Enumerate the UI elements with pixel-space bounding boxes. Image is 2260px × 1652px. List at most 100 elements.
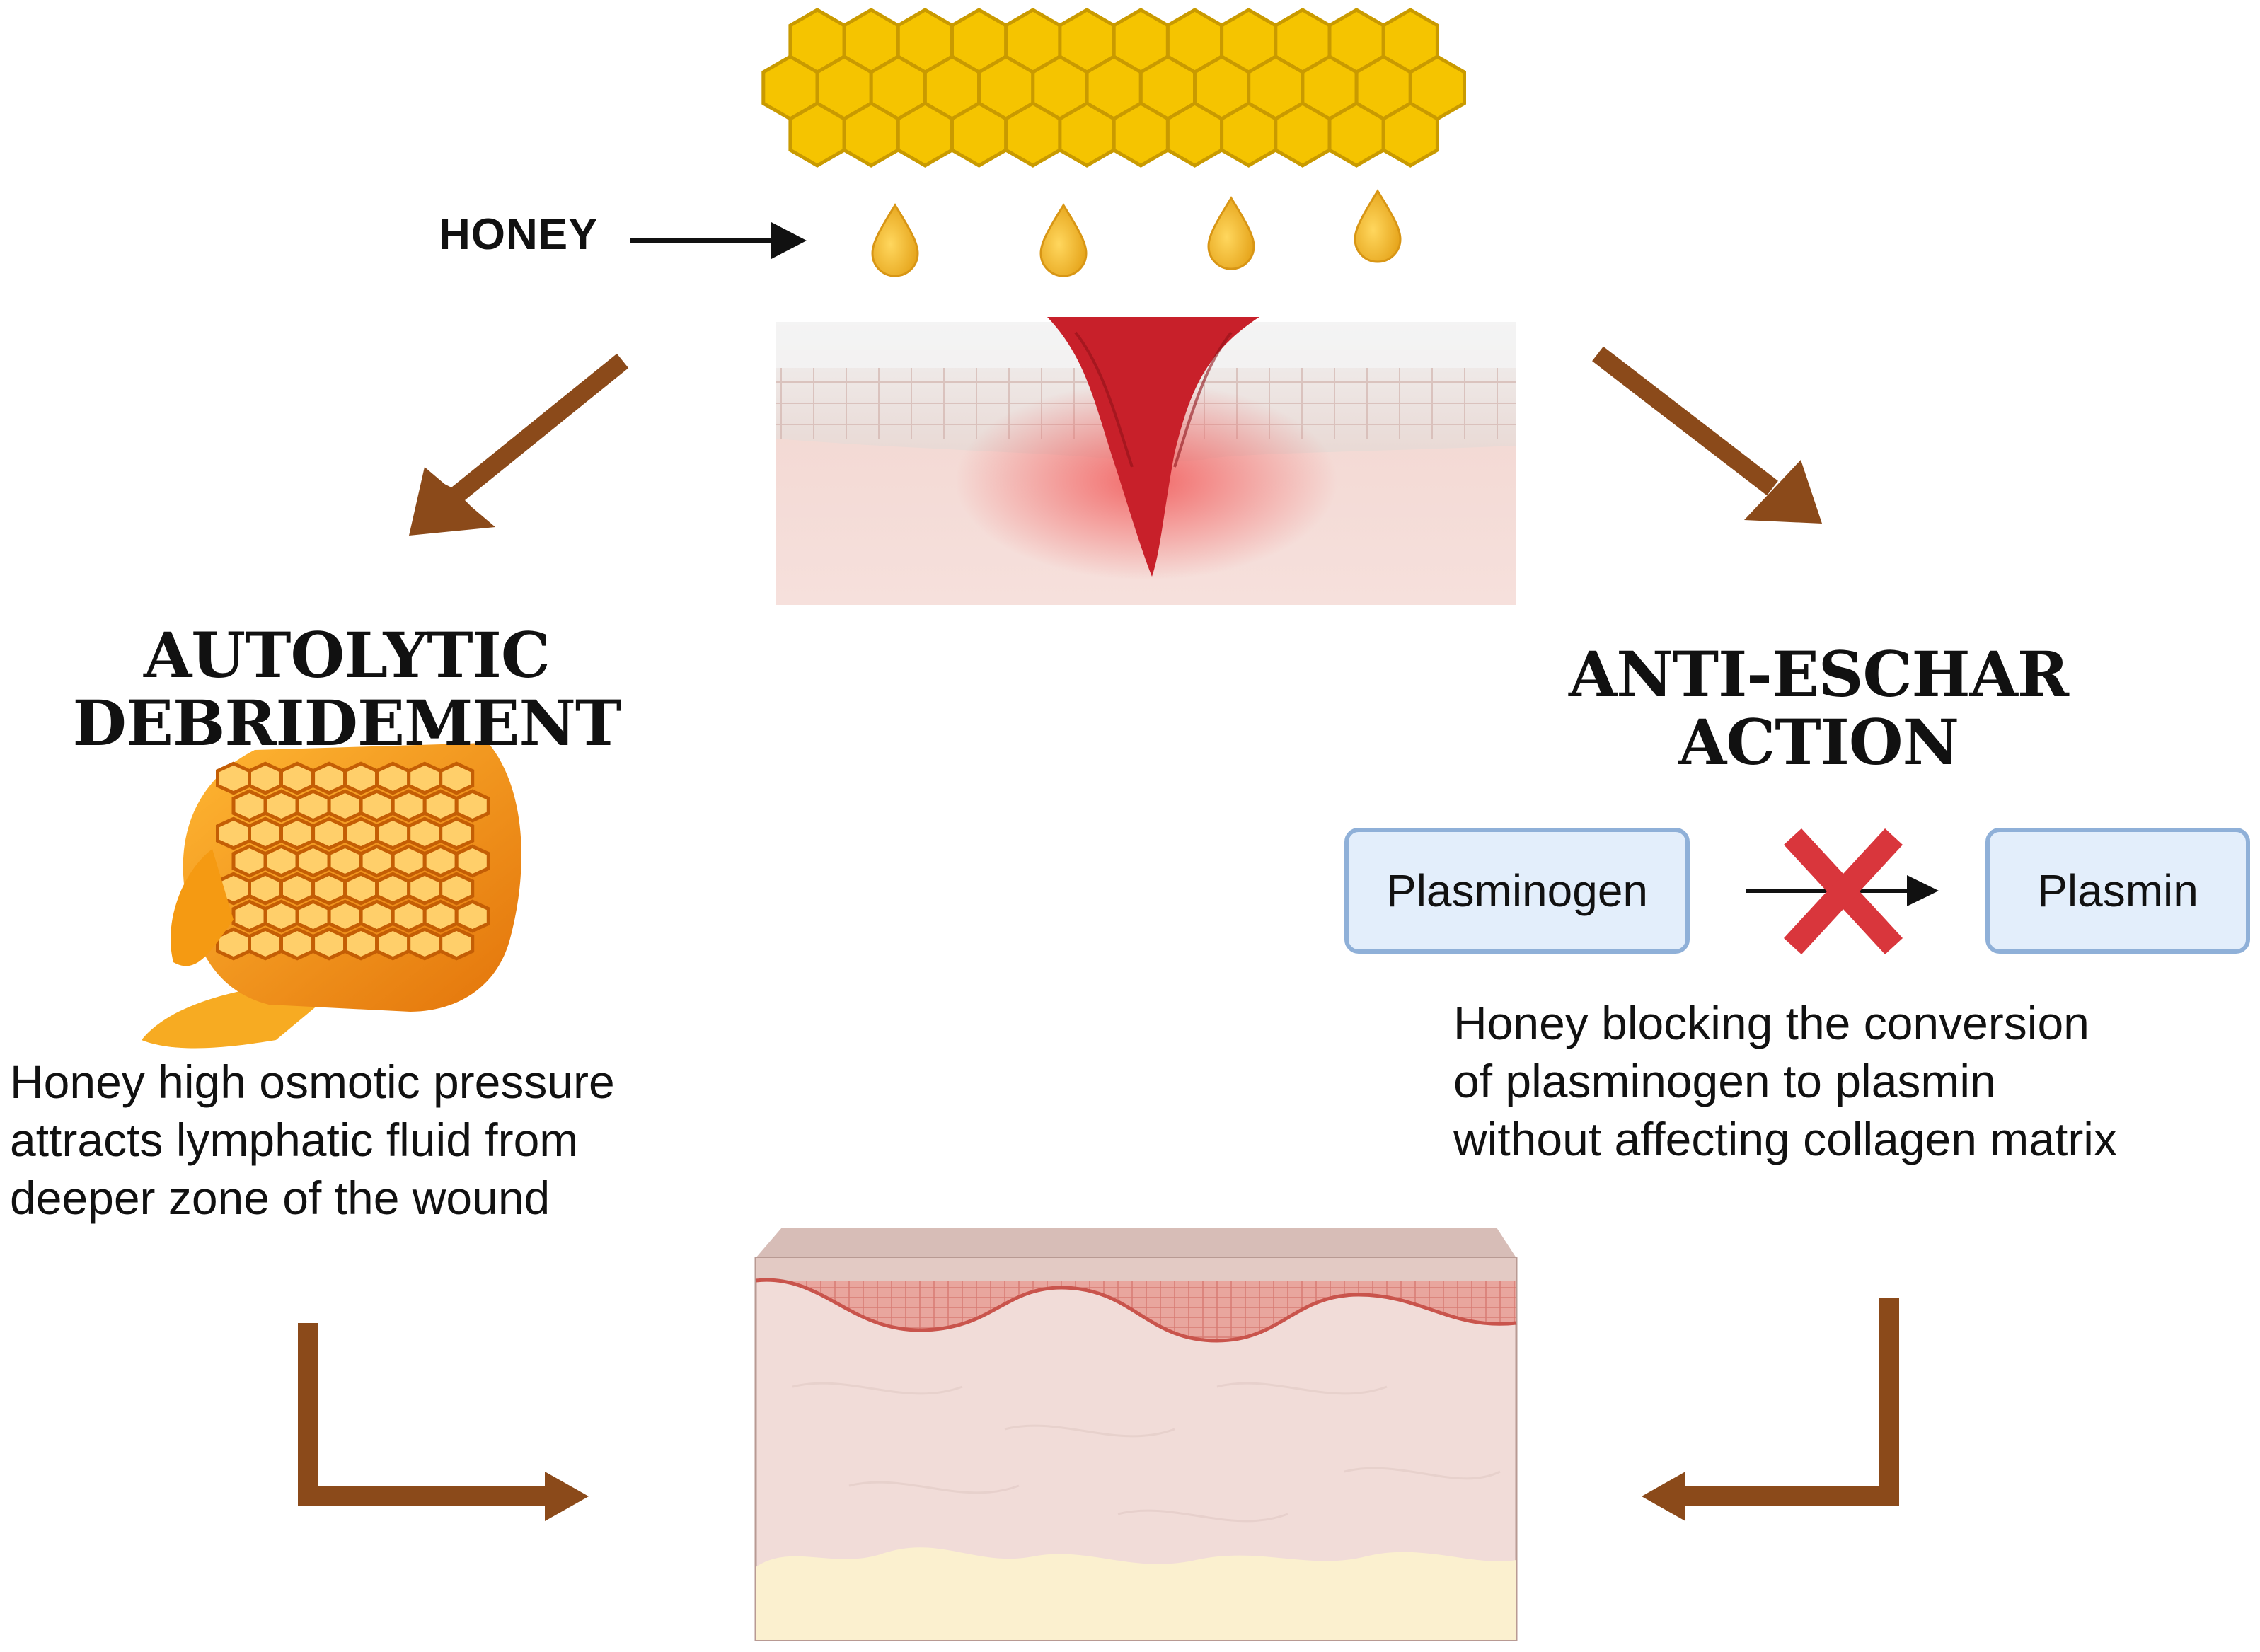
chunk-cell: [311, 816, 347, 850]
chunk-cell: [263, 899, 299, 933]
chunk-cell: [439, 872, 475, 906]
honey-label: HONEY: [439, 210, 599, 259]
chunk-cell: [279, 872, 316, 906]
chunk-cell: [422, 844, 459, 878]
anti-eschar-action-title: ANTI-ESCHAR ACTION: [1521, 640, 2116, 776]
chunk-cell: [422, 899, 459, 933]
chunk-cell: [391, 899, 427, 933]
chunk-cell: [439, 927, 475, 961]
chunk-cell: [343, 927, 379, 961]
chunk-cell: [279, 816, 316, 850]
chunk-cell: [295, 899, 331, 933]
title-line: DEBRIDEMENT: [72, 686, 622, 760]
chunk-cell: [263, 844, 299, 878]
title-line: ANTI-ESCHAR: [1568, 637, 2069, 711]
chunk-cell: [327, 844, 363, 878]
title-line: ACTION: [1678, 705, 1959, 779]
description-line: of plasminogen to plasmin: [1453, 1055, 1996, 1107]
chunk-cell: [248, 872, 283, 906]
honeycomb-cell: [1327, 101, 1385, 168]
chunk-cell: [375, 872, 411, 906]
chunk-cell: [248, 816, 283, 850]
honeycomb-cell: [1220, 101, 1278, 168]
autolytic-debridement-title: AUTOLYTIC DEBRIDEMENT: [57, 621, 637, 757]
chunk-cell: [359, 789, 395, 823]
honeycomb-chunk-illustration: [142, 743, 521, 1049]
chunk-cell: [231, 789, 267, 823]
plasmin-label: Plasmin: [2037, 865, 2198, 916]
chunk-cell: [359, 899, 395, 933]
chunk-cell: [454, 789, 490, 823]
chunk-cell: [279, 761, 316, 795]
honeycomb-cell: [1112, 101, 1170, 168]
chunk-cell: [439, 761, 475, 795]
chunk-cell: [343, 816, 379, 850]
autolytic-description: Honey high osmotic pressure attracts lym…: [10, 1053, 788, 1227]
honeycomb-cell: [788, 101, 846, 168]
arrow-anti-eschar-to-healed: [1642, 1298, 1899, 1521]
description-line: without affecting collagen matrix: [1453, 1113, 2117, 1165]
description-line: deeper zone of the wound: [10, 1172, 550, 1224]
chunk-cell: [391, 789, 427, 823]
chunk-cell: [407, 872, 443, 906]
chunk-cell: [407, 927, 443, 961]
honey-drop: [1354, 189, 1402, 263]
blocked-cross-icon: [1783, 828, 1903, 955]
wound-cut: [1047, 317, 1259, 577]
description-line: Honey high osmotic pressure: [10, 1056, 615, 1108]
honeycomb-cell: [1058, 101, 1116, 168]
chunk-cell: [454, 844, 490, 878]
chunk-cell: [311, 872, 347, 906]
chunk-cell: [439, 816, 475, 850]
honeycomb-cell: [950, 101, 1008, 168]
wound-skin-section: [776, 317, 1516, 605]
chunk-cell: [248, 761, 283, 795]
chunk-cell: [422, 789, 459, 823]
chunk-cell: [295, 844, 331, 878]
honey-drop: [1207, 196, 1255, 270]
chunk-cell: [407, 761, 443, 795]
chunk-cell: [375, 761, 411, 795]
chunk-cell: [407, 816, 443, 850]
plasminogen-node: Plasminogen: [1344, 828, 1690, 954]
plasmin-node: Plasmin: [1985, 828, 2250, 954]
honeycomb-strip: [761, 8, 1466, 168]
honeycomb-cell: [896, 101, 954, 168]
honeycomb-cell: [1274, 101, 1332, 168]
chunk-cell: [295, 789, 331, 823]
honey-drop: [1039, 203, 1088, 277]
chunk-cell: [311, 761, 347, 795]
chunk-cell: [375, 816, 411, 850]
honey-pointer-arrow: [630, 222, 807, 259]
description-line: attracts lymphatic fluid from: [10, 1114, 579, 1166]
arrow-autolytic-to-healed: [298, 1323, 589, 1521]
chunk-cell: [327, 899, 363, 933]
chunk-cell: [248, 927, 283, 961]
chunk-cell: [231, 899, 267, 933]
chunk-cell: [279, 927, 316, 961]
chunk-cell: [343, 872, 379, 906]
chunk-cell: [343, 761, 379, 795]
chunk-cell: [216, 816, 251, 850]
honeycomb-cell: [1004, 101, 1062, 168]
title-line: AUTOLYTIC: [144, 618, 550, 692]
chunk-cell: [375, 927, 411, 961]
healed-skin-block: [754, 1228, 1518, 1641]
chunk-cell: [359, 844, 395, 878]
honey-drops: [871, 189, 1402, 277]
anti-eschar-description: Honey blocking the conversion of plasmin…: [1453, 994, 2253, 1168]
description-line: Honey blocking the conversion: [1453, 997, 2089, 1049]
chunk-cell: [231, 844, 267, 878]
arrow-to-autolytic: [409, 353, 629, 536]
honeycomb-cell: [1165, 101, 1224, 168]
honeycomb-cell: [842, 101, 900, 168]
chunk-cell: [454, 899, 490, 933]
chunk-cell: [327, 789, 363, 823]
chunk-cell: [263, 789, 299, 823]
chunk-cell: [311, 927, 347, 961]
chunk-cell: [216, 761, 251, 795]
honeycomb-cell: [1381, 101, 1439, 168]
honey-drop: [871, 203, 919, 277]
